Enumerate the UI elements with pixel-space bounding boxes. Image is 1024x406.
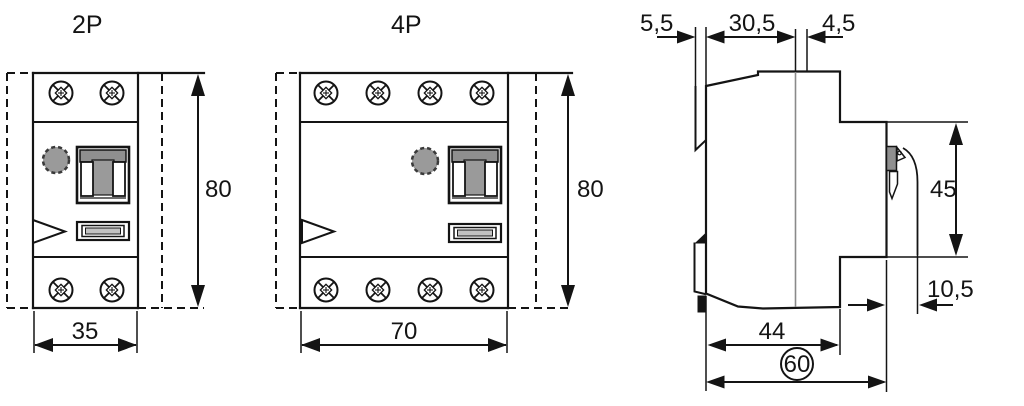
terminal-screw-icon bbox=[48, 277, 74, 303]
terminal-screw-icon bbox=[417, 80, 443, 106]
terminal-detail bbox=[885, 145, 919, 255]
dim-label-base-depth: 44 bbox=[759, 318, 786, 345]
dimension-height-2p: 80 bbox=[191, 74, 232, 307]
dim-label-front-height: 45 bbox=[930, 176, 957, 203]
dimension-handle-depth: 4,5 bbox=[807, 10, 855, 44]
view-title-2p: 2P bbox=[72, 11, 103, 39]
dimension-clip-depth: 5,5 bbox=[640, 10, 696, 44]
dim-label-width-2p: 35 bbox=[72, 318, 99, 345]
toggle-switch-icon bbox=[447, 145, 503, 205]
terminal-screw-icon bbox=[365, 80, 391, 106]
pole-marker-icon bbox=[32, 219, 66, 244]
dim-label-width-4p: 70 bbox=[391, 318, 418, 345]
terminal-screw-side bbox=[885, 145, 898, 172]
dimension-width-4p: 70 bbox=[300, 311, 508, 353]
dimension-terminal-protrusion: 10,5 bbox=[848, 255, 974, 314]
terminal-pivot bbox=[897, 150, 902, 156]
terminal-screw-icon bbox=[48, 80, 74, 106]
label-window bbox=[75, 220, 131, 242]
device-body-4p bbox=[298, 71, 574, 310]
dashed-outline-4p bbox=[275, 72, 572, 309]
view-title-4p: 4P bbox=[391, 11, 422, 39]
din-clip-upper bbox=[694, 86, 707, 153]
dim-label-height-4p: 80 bbox=[577, 176, 604, 203]
dimension-width-2p: 35 bbox=[33, 311, 138, 353]
dimension-total-depth: 60 bbox=[706, 260, 888, 392]
terminal-screw-icon bbox=[313, 80, 339, 106]
test-button-icon bbox=[41, 145, 71, 175]
dimension-front-height: 45 bbox=[930, 123, 963, 256]
din-clip-lower bbox=[693, 232, 707, 313]
terminal-screw-icon bbox=[417, 277, 443, 303]
dim-circle-total-depth bbox=[780, 347, 814, 381]
terminal-screw-icon bbox=[313, 277, 339, 303]
dim-label-height-2p: 80 bbox=[205, 176, 232, 203]
dashed-outline-2p bbox=[6, 72, 204, 309]
side-view: 5,5 30,5 4,5 bbox=[640, 10, 974, 392]
test-button-icon bbox=[410, 146, 440, 176]
dim-label-handle-depth: 4,5 bbox=[822, 10, 855, 37]
terminal-screw-icon bbox=[99, 80, 125, 106]
dim-label-terminal-protrusion: 10,5 bbox=[927, 276, 974, 303]
terminal-clamp bbox=[888, 170, 899, 201]
dim-label-clip-depth: 5,5 bbox=[640, 10, 673, 37]
device-body-2p bbox=[31, 71, 206, 310]
toggle-switch-icon bbox=[75, 145, 131, 205]
terminal-screw-icon bbox=[99, 277, 125, 303]
terminal-screw-icon bbox=[365, 277, 391, 303]
dim-label-total-depth: 60 bbox=[784, 351, 811, 378]
label-window bbox=[447, 222, 503, 244]
dimension-height-4p: 80 bbox=[561, 74, 604, 307]
pole-marker-icon bbox=[301, 219, 335, 244]
front-view-4p: 4P 80 bbox=[275, 11, 604, 353]
dim-label-upper-body-depth: 30,5 bbox=[729, 10, 776, 37]
front-view-2p: 2P 80 bbox=[6, 11, 232, 353]
dimension-base-depth: 44 bbox=[705, 296, 841, 391]
terminal-screw-icon bbox=[469, 80, 495, 106]
wire-arc bbox=[902, 147, 919, 255]
terminal-screw-icon bbox=[469, 277, 495, 303]
dimension-upper-body-depth: 30,5 bbox=[706, 10, 796, 44]
